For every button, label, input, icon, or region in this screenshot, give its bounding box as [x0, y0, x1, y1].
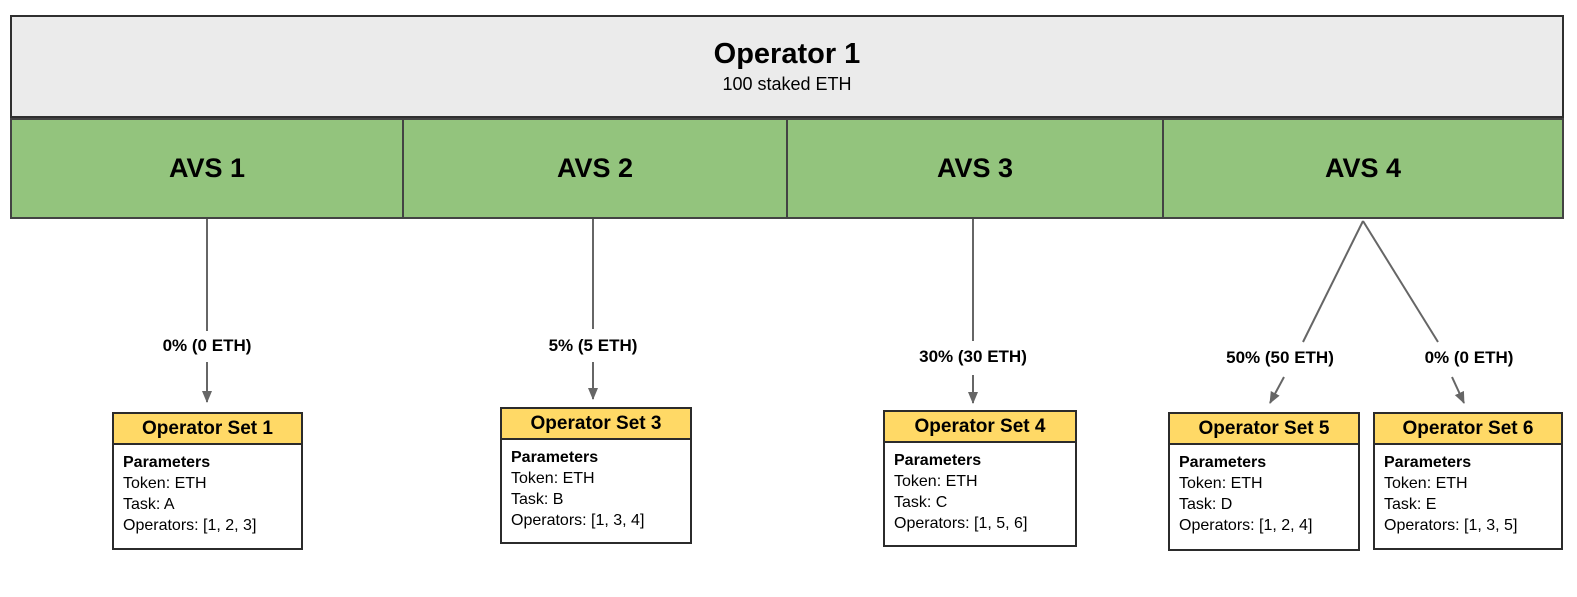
avs-cell-4: AVS 4 [1163, 118, 1564, 219]
param-heading: Parameters [511, 449, 599, 466]
operator-stake-subtitle: 100 staked ETH [722, 73, 852, 94]
avs-cell-3: AVS 3 [787, 118, 1163, 219]
operator-set-1-card: Operator Set 1 Parameters Token: ETH Tas… [112, 412, 303, 550]
param-heading: Parameters [1384, 454, 1472, 471]
operator-set-6-body: Parameters Token: ETH Task: E Operators:… [1375, 445, 1561, 536]
param-operators: Operators: [1, 3, 4] [511, 512, 645, 529]
operator-set-5-card: Operator Set 5 Parameters Token: ETH Tas… [1168, 412, 1360, 551]
param-operators: Operators: [1, 3, 5] [1384, 517, 1518, 534]
param-token: Token: ETH [1179, 475, 1263, 492]
operator-set-4-card: Operator Set 4 Parameters Token: ETH Tas… [883, 410, 1077, 547]
avs-cell-1: AVS 1 [10, 118, 403, 219]
param-heading: Parameters [123, 454, 211, 471]
operator-set-6-card: Operator Set 6 Parameters Token: ETH Tas… [1373, 412, 1563, 550]
avs-3-label: AVS 3 [936, 153, 1014, 183]
arrow-avs4-to-set6 [1451, 376, 1465, 404]
avs-1-label: AVS 1 [168, 153, 246, 183]
param-token: Token: ETH [123, 475, 207, 492]
avs-2-label: AVS 2 [556, 153, 634, 183]
arrow-avs4-to-set5 [1269, 376, 1285, 404]
param-operators: Operators: [1, 5, 6] [894, 515, 1028, 532]
operator-set-3-body: Parameters Token: ETH Task: B Operators:… [502, 440, 690, 531]
param-operators: Operators: [1, 2, 4] [1179, 517, 1313, 534]
allocation-label-avs2: 5% (5 ETH) [545, 336, 641, 356]
param-task: Task: C [894, 494, 948, 511]
param-task: Task: D [1179, 496, 1233, 513]
operator-set-5-body: Parameters Token: ETH Task: D Operators:… [1170, 445, 1358, 536]
operator-box: Operator 1 100 staked ETH [10, 15, 1564, 118]
param-token: Token: ETH [1384, 475, 1468, 492]
param-token: Token: ETH [894, 473, 978, 490]
operator-set-4-body: Parameters Token: ETH Task: C Operators:… [885, 443, 1075, 534]
operator-set-3-title: Operator Set 3 [502, 409, 690, 440]
arrow-avs4-left-upper [1302, 220, 1364, 343]
operator-set-3-card: Operator Set 3 Parameters Token: ETH Tas… [500, 407, 692, 544]
avs-cell-2: AVS 2 [403, 118, 787, 219]
allocation-label-avs1: 0% (0 ETH) [159, 336, 255, 356]
avs-row: AVS 1 AVS 2 AVS 3 AVS 4 [10, 118, 1564, 219]
param-heading: Parameters [894, 452, 982, 469]
param-task: Task: B [511, 491, 564, 508]
param-heading: Parameters [1179, 454, 1267, 471]
operator-set-1-body: Parameters Token: ETH Task: A Operators:… [114, 445, 301, 536]
param-operators: Operators: [1, 2, 3] [123, 517, 257, 534]
param-task: Task: A [123, 496, 175, 513]
allocation-label-avs4-left: 50% (50 ETH) [1223, 348, 1337, 368]
param-token: Token: ETH [511, 470, 595, 487]
operator-set-6-title: Operator Set 6 [1375, 414, 1561, 445]
allocation-label-avs4-right: 0% (0 ETH) [1421, 348, 1517, 368]
operator-set-4-title: Operator Set 4 [885, 412, 1075, 443]
param-task: Task: E [1384, 496, 1437, 513]
arrow-avs4-right-upper [1362, 220, 1439, 343]
operator-title: Operator 1 [713, 38, 861, 71]
avs-4-label: AVS 4 [1324, 153, 1402, 183]
operator-set-5-title: Operator Set 5 [1170, 414, 1358, 445]
operator-set-1-title: Operator Set 1 [114, 414, 301, 445]
allocation-label-avs3: 30% (30 ETH) [916, 347, 1030, 367]
